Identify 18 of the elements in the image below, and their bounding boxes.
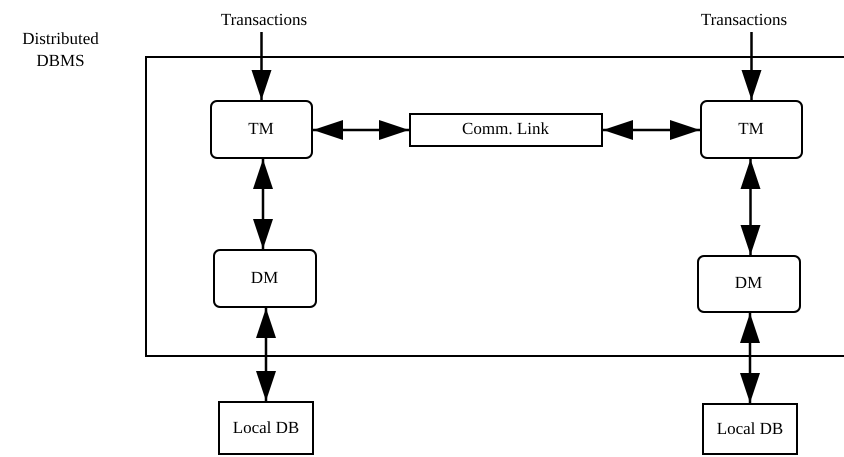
arrow — [313, 120, 409, 140]
arrow — [740, 313, 760, 403]
input-label: Transactions — [676, 8, 812, 32]
process-box: DM — [212, 248, 316, 308]
arrow — [256, 308, 276, 401]
arrow — [603, 120, 700, 140]
arrow — [742, 32, 762, 100]
arrow — [740, 159, 760, 255]
process-box: DM — [696, 254, 800, 312]
arrow — [252, 32, 272, 100]
database-box: Local DB — [702, 403, 798, 455]
database-box: Local DB — [218, 401, 314, 455]
input-label: Transactions — [196, 8, 332, 32]
arrow — [253, 159, 273, 249]
process-box: TM — [210, 100, 312, 158]
process-box: Comm. Link — [408, 112, 602, 146]
process-box: TM — [700, 100, 802, 158]
system-label: Distributed DBMS — [21, 28, 100, 72]
